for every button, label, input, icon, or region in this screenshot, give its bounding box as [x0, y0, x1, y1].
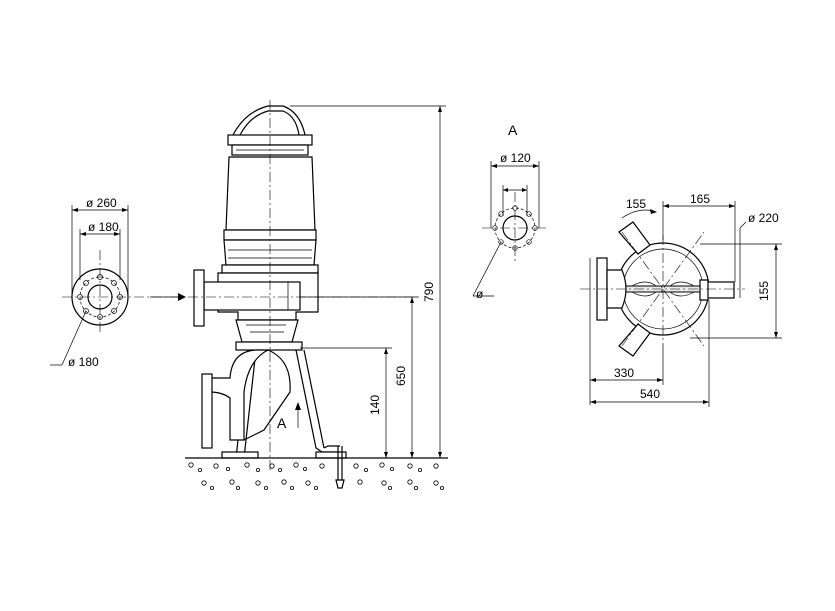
height-dimensions: 790 650 140 [290, 105, 446, 458]
ground [185, 457, 448, 490]
dim-height-outlet: 650 [394, 366, 408, 386]
view-a-title: A [508, 122, 518, 138]
gravel-stones [188, 462, 444, 490]
view-a: A ø 120 ø [472, 122, 548, 301]
pump-side-view: A [170, 100, 420, 489]
dim-height-stand: 140 [368, 395, 382, 415]
top-view: 165 155 ø 220 155 330 540 [580, 192, 782, 407]
dim-top-width-inner: 330 [614, 366, 634, 380]
lifting-handle [232, 105, 306, 136]
motor-housing [225, 156, 316, 231]
dim-height-total: 790 [422, 282, 436, 302]
view-arrow-label: A [277, 415, 287, 431]
flange-view: ø 260 ø 180 ø 180 [50, 196, 186, 369]
dim-top-height: 155 [757, 281, 771, 301]
inlet-flange [201, 373, 213, 449]
dim-top-angle: 155 [626, 197, 646, 211]
dim-top-width-total: 540 [640, 387, 660, 401]
dim-flange-hole: ø 180 [68, 355, 99, 369]
stand-leg-right [295, 349, 317, 449]
discharge-flange [193, 269, 205, 327]
top-view-pipe-stub [705, 281, 735, 299]
dim-view-a-dia: ø 120 [500, 151, 531, 165]
top-view-arm-upper [618, 221, 651, 255]
dim-view-a-hole: ø [476, 287, 484, 301]
dim-top-pipe-dia: ø 220 [748, 211, 779, 225]
discharge-pipe [203, 281, 301, 311]
dim-flange-outer: ø 260 [86, 196, 117, 210]
dim-flange-bolt: ø 180 [88, 220, 119, 234]
dim-top-offset: 165 [690, 192, 710, 206]
top-view-arm-lower [618, 323, 651, 357]
